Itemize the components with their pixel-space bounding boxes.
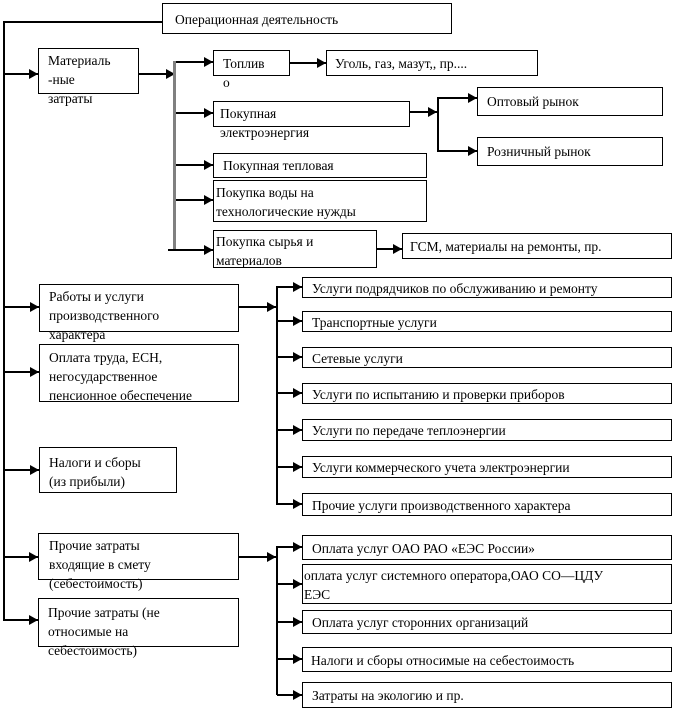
works-spine [276,286,278,505]
connector-to-retail [437,146,477,156]
connector-to-works [3,302,39,312]
connector-fuel-to-types [290,58,326,68]
node-works-services: Работы и услуги производственного характ… [39,284,239,342]
node-gsm-materials: ГСМ, материалы на ремонты, пр. [402,233,672,259]
connector-to-raw [168,245,213,255]
node-rao-ues-payment: Оплата услуг ОАО РАО «ЕЭС России» [302,535,672,560]
connector-to-other-not [3,615,38,625]
node-material-costs: Материаль -ные затраты [38,48,139,106]
node-ecology-costs: Затраты на экологию и пр. [302,682,672,708]
connector-service-2 [277,316,302,326]
connector-other-1 [277,542,302,552]
connector-raw-to-details [377,244,402,254]
node-other-costs-not-attributed: Прочие затраты (не относимые на себестои… [38,598,239,658]
node-contractor-services: Услуги подрядчиков по обслуживанию и рем… [302,277,672,298]
node-taxes-from-profit: Налоги и сборы (из прибыли) [39,447,177,493]
node-testing-services: Услуги по испытанию и проверки приборов [302,383,672,404]
connector-other-3 [277,617,302,627]
connector-to-water [176,195,213,205]
node-purchased-heat: Покупная тепловая [213,153,427,178]
connector-to-taxes [3,465,39,475]
connector-service-7 [277,499,302,509]
connector-service-5 [277,425,302,435]
node-fuel: Топлив о [213,50,290,90]
connector-to-fuel [176,57,213,67]
other-spine [276,546,278,695]
connector-to-wholesale [437,93,477,103]
node-other-production-services: Прочие услуги производственного характер… [302,493,672,516]
node-metering-services: Услуги коммерческого учета электроэнерги… [302,456,672,478]
node-purchased-electricity: Покупная электроэнергия [213,101,410,140]
connector-to-payroll [3,367,39,377]
connector-works-to-spine [239,302,276,312]
connector-service-4 [277,388,302,398]
node-network-services: Сетевые услуги [302,347,672,368]
node-heat-transfer-services: Услуги по передаче теплоэнергии [302,419,672,441]
connector-service-1 [277,282,302,292]
connector-to-electricity [176,108,213,118]
connector-title-to-spine [3,21,162,23]
connector-other-2 [277,579,302,589]
node-wholesale-market: Оптовый рынок [477,87,663,116]
connector-service-6 [277,462,302,472]
connector-material-to-subspine [139,69,175,79]
node-operating-activity: Операционная деятельность [162,3,452,34]
connector-electricity-to-junction [410,107,437,117]
node-payroll: Оплата труда, ЕСН, негосударственное пен… [39,344,239,403]
connector-other-4 [277,654,302,664]
connector-to-heat [176,160,213,170]
node-water-purchase: Покупка воды на технологические нужды [213,180,427,222]
connector-other-5 [277,690,302,700]
connector-service-3 [277,352,302,362]
node-raw-materials: Покупка сырья и материалов [213,230,377,268]
node-third-party-payment: Оплата услуг сторонних организаций [302,610,672,634]
node-taxes-on-cost: Налоги и сборы относимые на себестоимост… [302,647,672,672]
node-system-operator-payment: оплата услуг системного оператора,ОАО СО… [302,564,672,604]
node-transport-services: Транспортные услуги [302,311,672,332]
connector-to-material [3,69,38,79]
electricity-junction-spine [437,97,439,152]
node-other-costs-in-estimate: Прочие затраты входящие в смету (себесто… [38,533,239,591]
connector-to-other-in [3,552,38,562]
left-spine [3,21,5,620]
node-fuel-types: Уголь, газ, мазут,, пр.... [326,50,538,76]
connector-other-to-spine [239,552,276,562]
node-retail-market: Розничный рынок [477,137,663,166]
material-sub-spine [173,61,176,250]
